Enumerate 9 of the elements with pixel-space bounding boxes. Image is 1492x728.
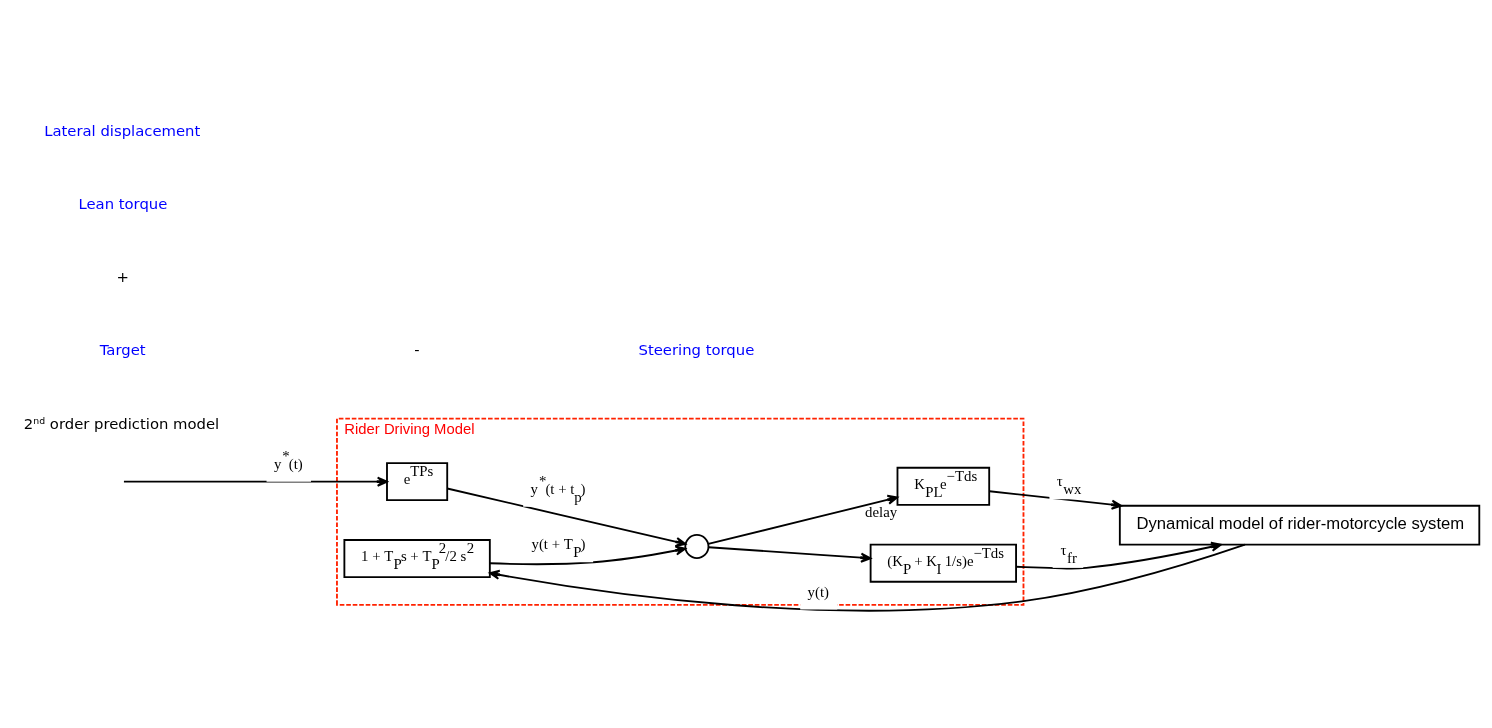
node-label: delay xyxy=(865,503,898,520)
label: Target xyxy=(99,341,146,359)
label: + xyxy=(116,268,129,286)
label: Lateral displacement xyxy=(44,121,201,139)
label: - xyxy=(414,341,420,359)
edge-label: y(t) xyxy=(807,584,829,601)
label: Lean torque xyxy=(78,195,168,213)
label: 2ⁿᵈ order prediction model xyxy=(23,414,220,432)
label: Steering torque xyxy=(638,341,755,359)
